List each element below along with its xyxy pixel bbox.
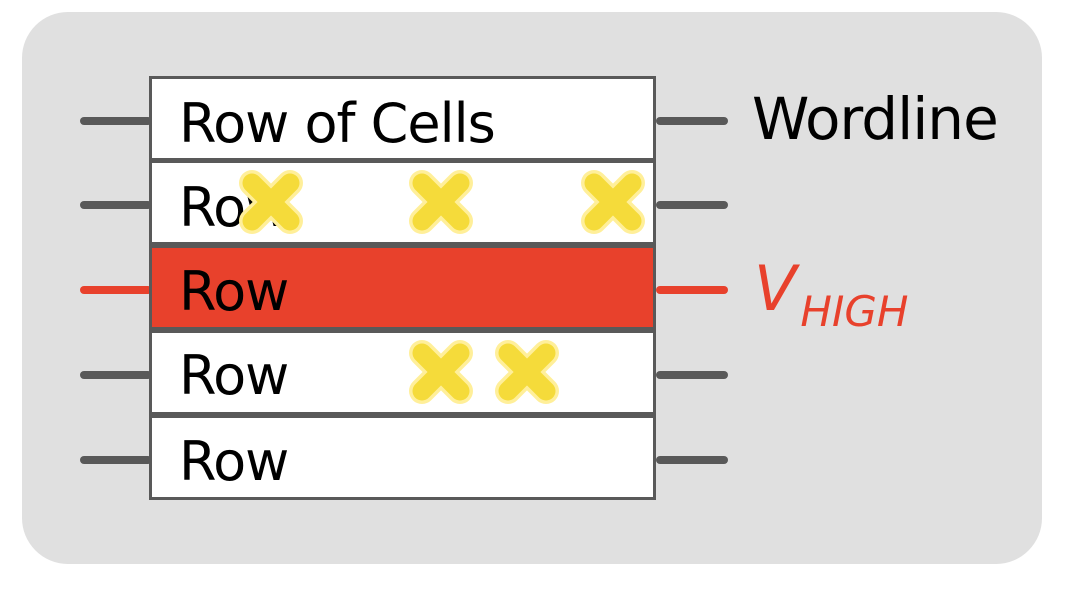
wordline-wire-right-4 xyxy=(656,455,728,464)
wordline-wire-left-2 xyxy=(80,285,152,294)
memory-row: Row xyxy=(149,330,656,415)
row-label: Row xyxy=(179,344,289,407)
row-label: Row xyxy=(179,430,289,493)
vhigh-label: VHIGH xyxy=(754,258,909,333)
cross-mark-icon xyxy=(409,170,473,234)
wordline-wire-left-4 xyxy=(80,455,152,464)
cross-mark-icon xyxy=(409,340,473,404)
vhigh-subscript: HIGH xyxy=(800,287,909,336)
wordline-wire-left-0 xyxy=(80,116,152,125)
memory-row: Row xyxy=(149,415,656,500)
active-row: Row xyxy=(149,245,656,330)
wordline-wire-left-1 xyxy=(80,200,152,209)
wordline-wire-right-0 xyxy=(656,116,728,125)
row-label: Row of Cells xyxy=(179,92,496,155)
wordline-wire-right-2 xyxy=(656,285,728,294)
vhigh-main-text: V xyxy=(754,252,797,325)
row-label: Row xyxy=(179,260,289,323)
memory-row: Row xyxy=(149,160,656,245)
cross-mark-icon xyxy=(581,170,645,234)
wordline-label: Wordline xyxy=(752,85,999,153)
memory-row: Row of Cells xyxy=(149,76,656,161)
cross-mark-icon xyxy=(239,170,303,234)
cross-mark-icon xyxy=(495,340,559,404)
wordline-wire-left-3 xyxy=(80,370,152,379)
wordline-wire-right-1 xyxy=(656,200,728,209)
wordline-wire-right-3 xyxy=(656,370,728,379)
